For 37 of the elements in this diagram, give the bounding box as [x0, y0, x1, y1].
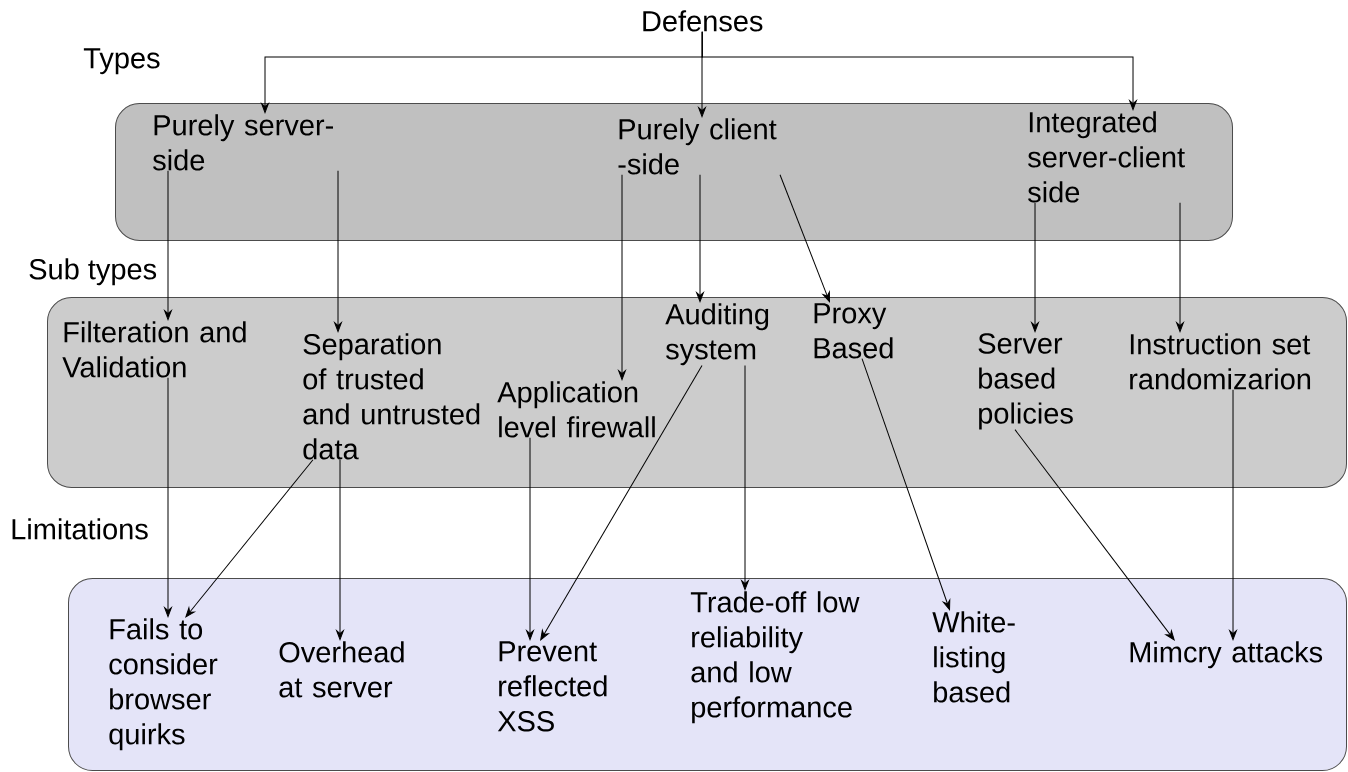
arrow	[861, 358, 951, 611]
band-heading: Sub types	[29, 258, 157, 286]
heading-text: Defenses	[643, 10, 763, 32]
item-text: Purely server-side	[153, 114, 333, 171]
item-text: Purely client -side	[618, 118, 777, 175]
item-text: Separation of trusted and untrusted data	[303, 333, 480, 460]
arrow	[185, 459, 314, 618]
band-heading: Types	[83, 48, 160, 75]
item-text: Mimcry attacks	[1130, 641, 1323, 669]
item-text: Instruction set randomizarion	[1130, 333, 1311, 390]
arrow	[618, 174, 626, 381]
item-text: Fails to consider browser quirks	[109, 618, 218, 751]
item-text: Prevent reflected XSS	[497, 641, 607, 732]
arrow	[164, 377, 172, 618]
arrow	[696, 174, 704, 303]
arrow	[779, 174, 830, 303]
arrow	[741, 364, 749, 591]
item-text: Filteration and Validation	[62, 321, 246, 378]
arrow	[1014, 429, 1175, 641]
item-text: Integrated server-client side	[1028, 111, 1185, 203]
arrow	[1031, 202, 1039, 333]
arrow	[1229, 389, 1237, 641]
item-text: Server based policies	[978, 333, 1073, 430]
item-text: Overhead at server	[279, 641, 404, 698]
band-heading: Limitations	[12, 518, 148, 540]
arrow	[1176, 202, 1184, 333]
arrow	[336, 459, 344, 641]
arrow	[540, 364, 703, 641]
arrow	[701, 31, 1137, 111]
item-text: Auditing system	[665, 303, 769, 366]
arrow	[526, 437, 534, 641]
item-text: White-listing based	[932, 611, 1015, 703]
item-text: Proxy Based	[814, 303, 893, 359]
arrow	[164, 170, 172, 321]
item-text: Application level firewall	[497, 381, 655, 438]
item-text: Trade-off low reliability and low performance	[690, 591, 860, 724]
arrow	[334, 170, 342, 333]
